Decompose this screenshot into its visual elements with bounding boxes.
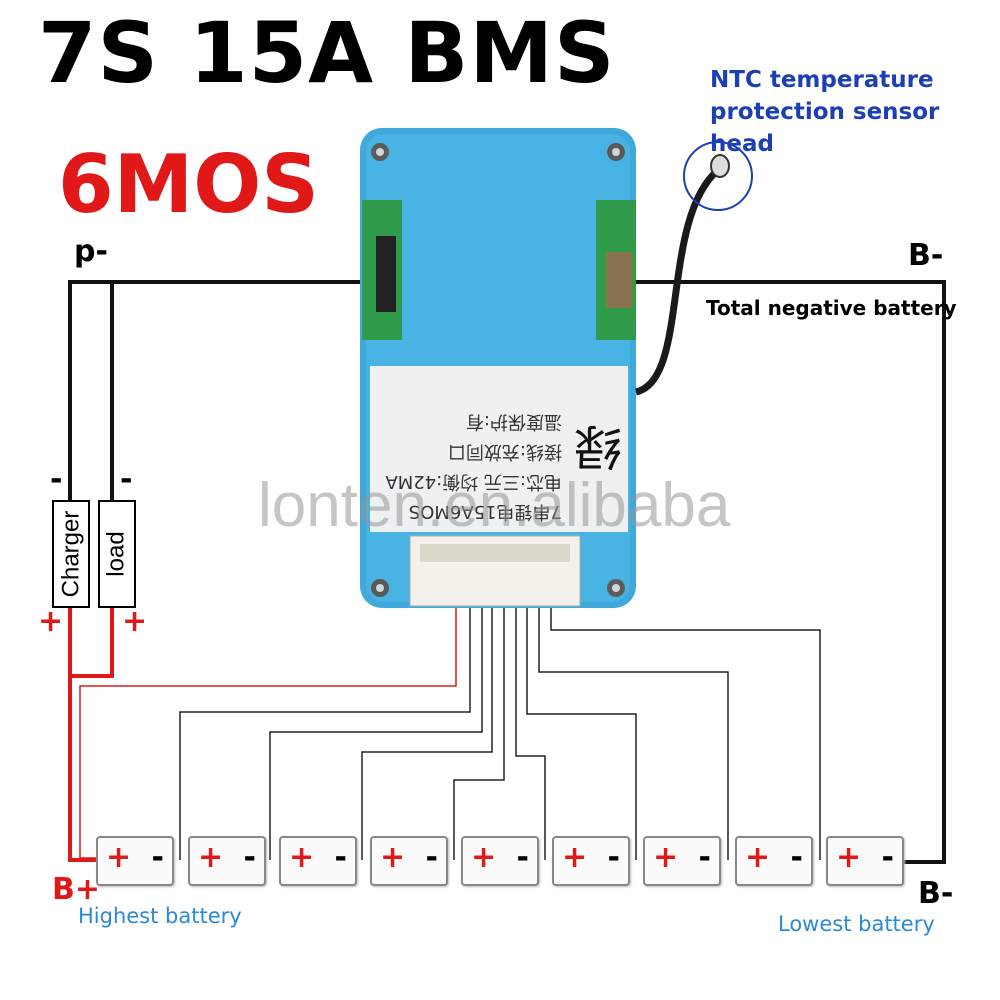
battery-cell: +-: [96, 836, 174, 886]
cell-plus: +: [471, 840, 497, 875]
watermark: lonten.en.alibaba: [258, 471, 731, 540]
highest-battery-label: Highest battery: [78, 904, 242, 928]
load-label: load: [103, 531, 130, 577]
battery-cell: +-: [188, 836, 266, 886]
battery-cell: +-: [552, 836, 630, 886]
load-pos-sign: +: [122, 604, 148, 639]
battery-cell: +-: [461, 836, 539, 886]
battery-cell: +-: [279, 836, 357, 886]
ntc-label: NTC temperature protection sensor head: [710, 67, 940, 157]
cell-minus: -: [243, 840, 256, 875]
cell-minus: -: [607, 840, 620, 875]
b-minus-top-label: B-: [908, 238, 944, 273]
cell-plus: +: [562, 840, 588, 875]
b-plus-label: B+: [52, 872, 101, 907]
cell-minus: -: [334, 840, 347, 875]
page-title: 7S 15A BMS: [38, 4, 616, 102]
bms-board: [360, 128, 636, 608]
battery-cell: +-: [370, 836, 448, 886]
b-minus-bottom-label: B-: [918, 876, 954, 911]
p-minus-wire: [68, 280, 378, 500]
b-minus-wire: [622, 280, 946, 864]
charger-box: Charger: [52, 500, 90, 608]
load-pos-wire: [70, 606, 114, 678]
cell-minus: -: [790, 840, 803, 875]
load-neg-sign: -: [120, 462, 133, 497]
battery-cell: +-: [643, 836, 721, 886]
cell-plus: +: [289, 840, 315, 875]
charger-label: Charger: [57, 510, 84, 598]
charger-pos-sign: +: [38, 604, 64, 639]
cell-plus: +: [653, 840, 679, 875]
cell-plus: +: [106, 840, 132, 875]
cell-minus: -: [698, 840, 711, 875]
total-negative-label: Total negative battery: [706, 296, 957, 320]
lowest-battery-label: Lowest battery: [778, 912, 935, 936]
balance-red-wire: [79, 606, 457, 859]
battery-cell: +-: [826, 836, 904, 886]
battery-cell: +-: [735, 836, 813, 886]
p-minus-label: p-: [74, 234, 108, 269]
charger-pos-wire: [68, 606, 96, 862]
cell-minus: -: [881, 840, 894, 875]
charger-neg-sign: -: [50, 462, 63, 497]
cell-minus: -: [151, 840, 164, 875]
cell-plus: +: [380, 840, 406, 875]
ntc-cable: [634, 167, 721, 396]
load-box: load: [98, 500, 136, 608]
cell-plus: +: [198, 840, 224, 875]
cell-minus: -: [516, 840, 529, 875]
mos-subtitle: 6MOS: [58, 138, 319, 231]
cell-plus: +: [836, 840, 862, 875]
cell-minus: -: [425, 840, 438, 875]
balance-wires: [179, 606, 821, 860]
cell-plus: +: [745, 840, 771, 875]
ntc-highlight-circle: [683, 141, 753, 211]
